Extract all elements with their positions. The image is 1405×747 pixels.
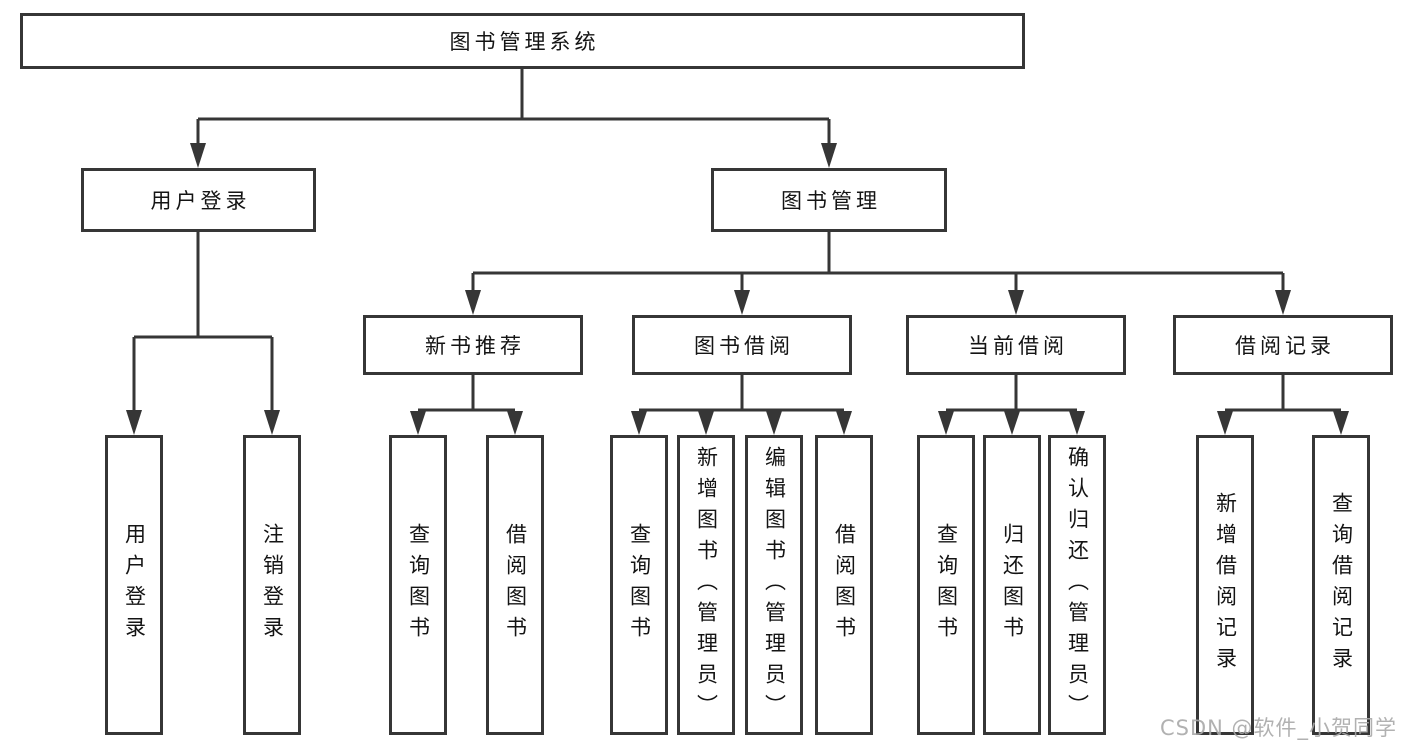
leaf-query-borrow-record: 查询借阅记录 [1312, 435, 1370, 735]
leaf-label: 查询借阅记录 [1329, 492, 1354, 678]
arrowhead [1333, 411, 1349, 435]
leaf-query-books-recommend: 查询图书 [389, 435, 447, 735]
leaf-label: 用户登录 [122, 523, 147, 647]
leaf-label: 注销登录 [260, 523, 285, 647]
leaf-query-books-borrow: 查询图书 [610, 435, 668, 735]
leaf-confirm-return-admin: 确认归还（管理员） [1048, 435, 1106, 735]
node-user-login: 用户登录 [81, 168, 316, 232]
leaf-borrow-books-recommend: 借阅图书 [486, 435, 544, 735]
arrowhead [126, 410, 142, 435]
arrowhead [698, 411, 714, 435]
csdn-watermark: CSDN @软件_小贺同学 [1160, 716, 1398, 740]
leaf-label: 新增借阅记录 [1213, 492, 1238, 678]
arrowhead [836, 411, 852, 435]
leaf-label: 确认归还（管理员） [1065, 445, 1090, 725]
leaf-label: 查询图书 [934, 523, 959, 647]
leaf-borrow-books: 借阅图书 [815, 435, 873, 735]
leaf-label: 新增图书（管理员） [694, 445, 719, 725]
leaf-add-borrow-record: 新增借阅记录 [1196, 435, 1254, 735]
arrowhead [410, 411, 426, 435]
leaf-edit-book-admin: 编辑图书（管理员） [745, 435, 803, 735]
arrowhead [1008, 290, 1024, 315]
arrowhead [264, 410, 280, 435]
leaf-return-book: 归还图书 [983, 435, 1041, 735]
leaf-label: 编辑图书（管理员） [762, 445, 787, 725]
leaf-logout: 注销登录 [243, 435, 301, 735]
arrowhead [1004, 411, 1020, 435]
node-borrow-records: 借阅记录 [1173, 315, 1393, 375]
leaf-label: 查询图书 [627, 523, 652, 647]
arrowhead [766, 411, 782, 435]
arrowhead [938, 411, 954, 435]
leaf-label: 借阅图书 [832, 523, 857, 647]
leaf-label: 查询图书 [406, 523, 431, 647]
arrowhead [1275, 290, 1291, 315]
node-current-borrow: 当前借阅 [906, 315, 1126, 375]
node-book-management: 图书管理 [711, 168, 947, 232]
arrowhead [190, 143, 206, 168]
leaf-add-book-admin: 新增图书（管理员） [677, 435, 735, 735]
leaf-query-books-current: 查询图书 [917, 435, 975, 735]
arrowhead [631, 411, 647, 435]
leaf-label: 借阅图书 [503, 523, 528, 647]
arrowhead [1217, 411, 1233, 435]
arrowhead [465, 290, 481, 315]
node-root: 图书管理系统 [20, 13, 1025, 69]
arrowhead [507, 411, 523, 435]
node-book-borrow: 图书借阅 [632, 315, 852, 375]
arrowhead [821, 143, 837, 168]
node-new-book-recommend: 新书推荐 [363, 315, 583, 375]
arrowhead [734, 290, 750, 315]
arrowhead [1069, 411, 1085, 435]
leaf-label: 归还图书 [1000, 523, 1025, 647]
leaf-user-login: 用户登录 [105, 435, 163, 735]
